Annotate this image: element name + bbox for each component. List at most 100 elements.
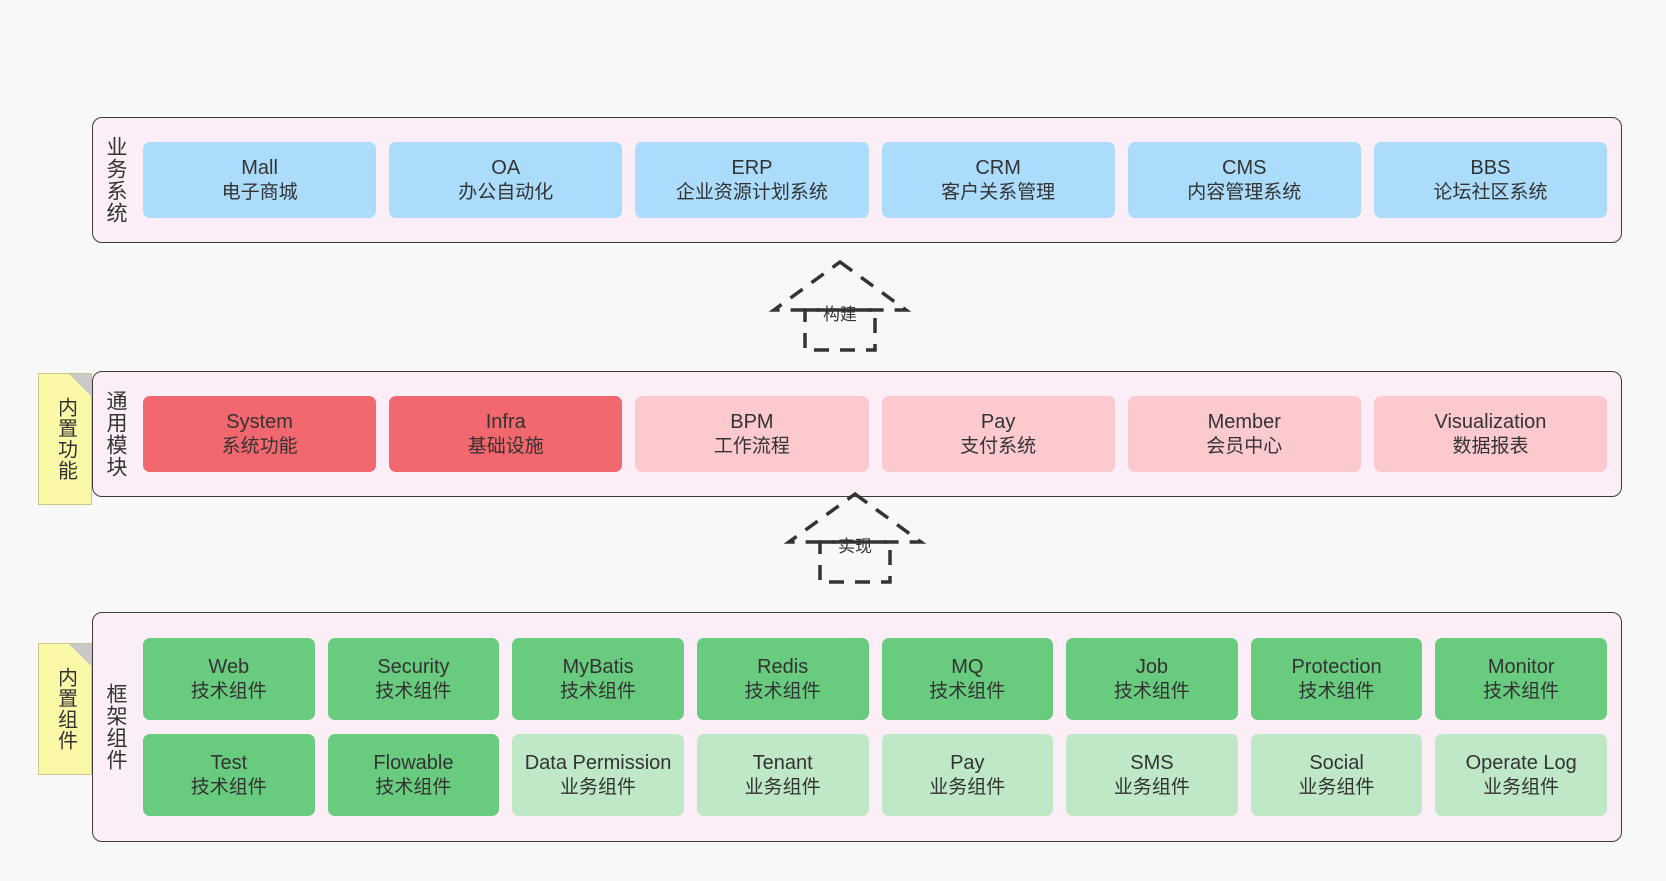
node-label-en: ERP [731, 157, 773, 180]
node-label-cn: 客户关系管理 [941, 181, 1056, 203]
node-job[interactable]: Job 技术组件 [1066, 638, 1238, 720]
node-web[interactable]: Web 技术组件 [143, 638, 315, 720]
node-social[interactable]: Social 业务组件 [1250, 734, 1423, 816]
node-label-cn: 企业资源计划系统 [675, 181, 828, 203]
layer-row: System 系统功能 Infra 基础设施 BPM 工作流程 Pay 支付系统… [143, 396, 1608, 472]
node-pay[interactable]: Pay 支付系统 [881, 396, 1115, 472]
node-redis[interactable]: Redis 技术组件 [696, 638, 869, 720]
node-label-cn: 技术组件 [190, 776, 267, 798]
layer-row: Test 技术组件 Flowable 技术组件 Data Permission … [143, 734, 1607, 816]
node-label-cn: 论坛社区系统 [1433, 181, 1548, 203]
node-label-en: MyBatis [562, 656, 634, 679]
node-system[interactable]: System 系统功能 [143, 396, 377, 472]
node-label-en: Security [377, 656, 450, 679]
node-cms[interactable]: CMS 内容管理系统 [1127, 142, 1361, 218]
layer-body-common: System 系统功能 Infra 基础设施 BPM 工作流程 Pay 支付系统… [137, 372, 1621, 496]
node-label-en: OA [491, 157, 521, 180]
layer-title-business: 业务系统 [104, 136, 128, 224]
node-oa[interactable]: OA 办公自动化 [389, 142, 623, 218]
node-label-en: CMS [1222, 157, 1267, 180]
node-label-cn: 技术组件 [560, 680, 637, 702]
node-label-cn: 内容管理系统 [1187, 181, 1302, 203]
node-label-en: Mall [241, 157, 278, 180]
note-text: 内置组件 [54, 667, 77, 751]
note-text: 内置功能 [54, 397, 77, 481]
node-bpm[interactable]: BPM 工作流程 [635, 396, 869, 472]
arrow-label-build: 构建 [823, 305, 857, 324]
node-protection[interactable]: Protection 技术组件 [1250, 638, 1423, 720]
node-label-cn: 系统功能 [221, 435, 298, 457]
node-monitor[interactable]: Monitor 技术组件 [1435, 638, 1607, 720]
arrow-head-triangle [783, 491, 927, 544]
node-label-en: Test [210, 752, 248, 775]
node-label-en: Pay [980, 411, 1016, 434]
node-visualization[interactable]: Visualization 数据报表 [1373, 396, 1608, 472]
node-label-en: Flowable [373, 752, 454, 775]
node-infra[interactable]: Infra 基础设施 [389, 396, 623, 472]
node-label-cn: 会员中心 [1206, 435, 1283, 457]
node-label-en: Operate Log [1465, 752, 1577, 775]
node-label-en: SMS [1130, 752, 1174, 775]
node-erp[interactable]: ERP 企业资源计划系统 [635, 142, 869, 218]
node-label-en: Job [1135, 656, 1169, 679]
layer-body-framework: Web 技术组件 Security 技术组件 MyBatis 技术组件 Redi… [137, 613, 1621, 841]
node-pay-business[interactable]: Pay 业务组件 [881, 734, 1054, 816]
node-label-en: Tenant [752, 752, 813, 775]
generalization-arrow-build: 构建 [755, 258, 925, 358]
node-test[interactable]: Test 技术组件 [143, 734, 315, 816]
node-label-en: Infra [485, 411, 526, 434]
arrow-stem [818, 540, 892, 584]
node-operate-log[interactable]: Operate Log 业务组件 [1435, 734, 1607, 816]
node-label-cn: 技术组件 [1483, 680, 1560, 702]
note-fold-icon [69, 644, 91, 666]
node-label-cn: 数据报表 [1452, 435, 1529, 457]
arrow-label-implement: 实现 [838, 537, 872, 556]
node-label-cn: 技术组件 [1298, 680, 1375, 702]
node-label-en: MQ [951, 656, 984, 679]
node-label-en: Visualization [1434, 411, 1547, 434]
note-fold-icon [69, 374, 91, 396]
node-label-cn: 业务组件 [744, 776, 821, 798]
layer-body-business: Mall 电子商城 OA 办公自动化 ERP 企业资源计划系统 CRM 客户关系… [137, 118, 1621, 242]
node-sms[interactable]: SMS 业务组件 [1066, 734, 1238, 816]
node-label-cn: 业务组件 [929, 776, 1006, 798]
arrow-stem [803, 308, 877, 352]
layer-title-framework: 框架组件 [104, 683, 128, 771]
sticky-note-builtin-component[interactable]: 内置组件 [38, 643, 92, 775]
node-crm[interactable]: CRM 客户关系管理 [881, 142, 1115, 218]
node-label-cn: 基础设施 [467, 435, 544, 457]
node-label-en: Pay [950, 752, 985, 775]
node-security[interactable]: Security 技术组件 [327, 638, 500, 720]
arrow-head-triangle [768, 259, 912, 312]
node-label-en: CRM [975, 157, 1021, 180]
node-label-cn: 业务组件 [1298, 776, 1375, 798]
node-label-cn: 技术组件 [929, 680, 1006, 702]
node-label-en: Monitor [1487, 656, 1555, 679]
node-label-en: System [226, 411, 293, 434]
layer-row: Mall 电子商城 OA 办公自动化 ERP 企业资源计划系统 CRM 客户关系… [143, 142, 1608, 218]
node-flowable[interactable]: Flowable 技术组件 [327, 734, 500, 816]
node-data-permission[interactable]: Data Permission 业务组件 [512, 734, 684, 816]
node-label-cn: 技术组件 [744, 680, 821, 702]
node-label-cn: 工作流程 [713, 435, 790, 457]
node-mall[interactable]: Mall 电子商城 [143, 142, 377, 218]
node-bbs[interactable]: BBS 论坛社区系统 [1373, 142, 1608, 218]
node-label-cn: 技术组件 [375, 680, 452, 702]
sticky-note-builtin-function[interactable]: 内置功能 [38, 373, 92, 505]
layer-business-system: 业务系统 Mall 电子商城 OA 办公自动化 ERP 企业资源计划系统 CRM… [92, 117, 1622, 243]
node-label-cn: 技术组件 [375, 776, 452, 798]
node-label-en: BPM [730, 411, 774, 434]
node-member[interactable]: Member 会员中心 [1127, 396, 1361, 472]
node-mq[interactable]: MQ 技术组件 [881, 638, 1054, 720]
node-label-cn: 支付系统 [960, 435, 1037, 457]
node-label-cn: 办公自动化 [458, 181, 554, 203]
node-label-cn: 业务组件 [1483, 776, 1560, 798]
node-tenant[interactable]: Tenant 业务组件 [696, 734, 869, 816]
generalization-arrow-implement: 实现 [770, 490, 940, 590]
node-label-cn: 技术组件 [1113, 680, 1190, 702]
node-label-cn: 业务组件 [560, 776, 637, 798]
node-mybatis[interactable]: MyBatis 技术组件 [512, 638, 684, 720]
node-label-en: Social [1309, 752, 1364, 775]
node-label-en: Web [208, 656, 250, 679]
